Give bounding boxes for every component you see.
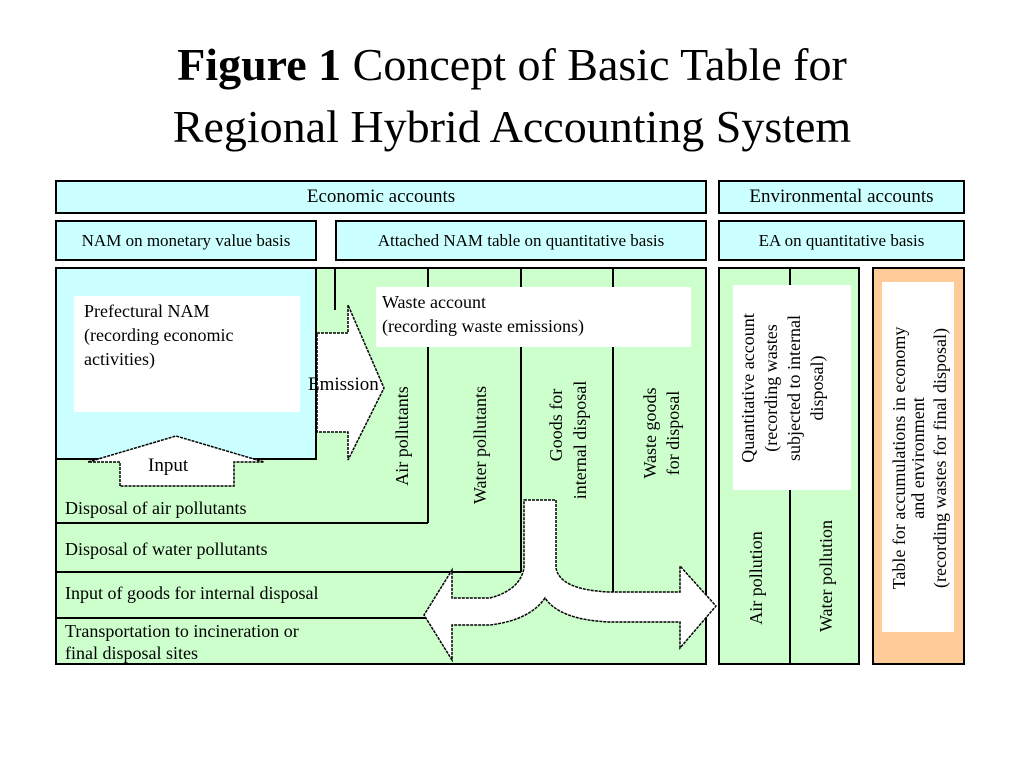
ea-water-pollution: Water pollution: [816, 519, 836, 633]
row-transport-2: final disposal sites: [65, 643, 198, 663]
quantitative-account-line-2: (recording wastes: [761, 324, 781, 452]
quantitative-account-line-1: Quantitative account: [738, 313, 758, 463]
ea-air-pollution: Air pollution: [746, 531, 766, 625]
input-arrow: [87, 435, 265, 487]
accumulation-line-3: (recording wastes for final disposal): [930, 328, 950, 588]
environmental-accounts-label: Environmental accounts: [749, 186, 934, 207]
row-disposal-water: Disposal of water pollutants: [65, 539, 268, 559]
row-transport-1: Transportation to incineration or: [65, 621, 299, 641]
title-line-2: Regional Hybrid Accounting System: [172, 101, 852, 152]
row-input-goods: Input of goods for internal disposal: [65, 583, 319, 603]
ea-quantitative-header: EA on quantitative basis: [718, 220, 965, 261]
figure-title: Figure 1 Concept of Basic Table for Regi…: [0, 34, 1024, 158]
attached-nam-header: Attached NAM table on quantitative basis: [335, 220, 707, 261]
nam-monetary-header: NAM on monetary value basis: [55, 220, 317, 261]
accumulation-table-label-box: [882, 282, 954, 632]
accumulation-line-2: and environment: [908, 397, 928, 519]
emission-arrow: [316, 304, 385, 461]
quantitative-account-line-3: subjected to internal: [784, 315, 804, 461]
ea-quantitative-label: EA on quantitative basis: [758, 230, 925, 250]
economic-accounts-header: Economic accounts: [55, 180, 707, 214]
split-arrow: [423, 499, 717, 663]
input-label: Input: [148, 455, 189, 476]
emission-label: Emission: [308, 374, 379, 395]
prefectural-nam-label-box: Prefectural NAM (recording economic acti…: [74, 296, 300, 412]
title-line-1: Concept of Basic Table for: [352, 39, 847, 90]
prefectural-nam-line-2: (recording economic: [84, 325, 234, 345]
quantitative-account-label-box: [733, 285, 851, 490]
waste-account-label-box: Waste account (recording waste emissions…: [376, 287, 691, 347]
figure-label: Figure 1: [177, 39, 342, 90]
waste-account-line-2: (recording waste emissions): [382, 316, 584, 336]
environmental-accounts-header: Environmental accounts: [718, 180, 965, 214]
nam-monetary-label: NAM on monetary value basis: [81, 230, 291, 250]
quantitative-account-line-4: disposal): [807, 355, 827, 421]
economic-accounts-label: Economic accounts: [306, 186, 456, 207]
prefectural-nam-line-1: Prefectural NAM: [84, 301, 210, 321]
row-disposal-air: Disposal of air pollutants: [65, 498, 247, 518]
prefectural-nam-line-3: activities): [84, 349, 155, 369]
waste-account-line-1: Waste account: [382, 292, 487, 312]
attached-nam-label: Attached NAM table on quantitative basis: [377, 230, 665, 250]
